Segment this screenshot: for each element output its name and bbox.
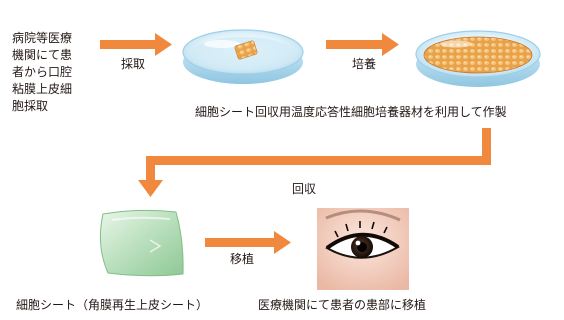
- source-line: 機関にて患: [12, 48, 73, 62]
- cell-sheet: [99, 209, 184, 277]
- arrow-culture: [326, 33, 399, 56]
- eye-image: [317, 208, 409, 290]
- sheet-caption: 細胞シート（角膜再生上皮シート）: [16, 298, 209, 312]
- arrow-collect: [100, 33, 172, 56]
- source-text: 病院等医療 機関にて患 者から口腔 粘膜上皮細 胞採取: [12, 30, 72, 115]
- source-line: 粘膜上皮細: [12, 82, 73, 96]
- step-collect-label: 採取: [121, 57, 146, 71]
- eye-caption: 医療機関にて患者の患部に移植: [258, 298, 427, 312]
- step-transplant-label: 移植: [230, 252, 255, 266]
- source-line: 者から口腔: [12, 65, 73, 79]
- culture-dish-initial: [182, 29, 304, 84]
- tissue-piece: [234, 40, 258, 60]
- source-line: 胞採取: [12, 99, 49, 113]
- culture-dish-confluent: [415, 30, 541, 87]
- arrow-transplant: [205, 231, 291, 254]
- dish-caption: 細胞シート回収用温度応答性細胞培養器材を利用して作製: [195, 105, 507, 119]
- source-line: 病院等医療: [12, 31, 73, 45]
- arrow-harvest: [138, 128, 491, 197]
- step-harvest-label: 回収: [292, 182, 317, 196]
- step-culture-label: 培養: [352, 57, 377, 71]
